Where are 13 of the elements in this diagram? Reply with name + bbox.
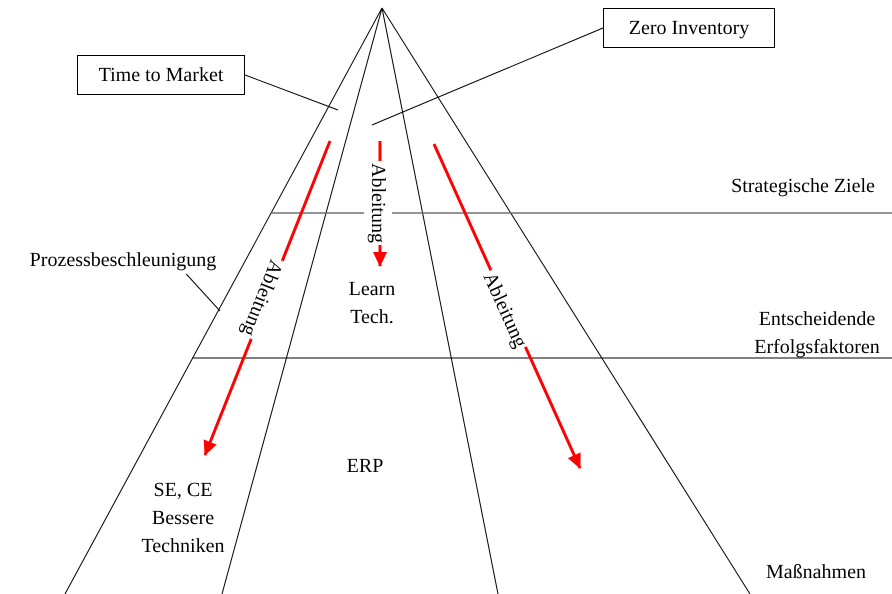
goal-box: Zero Inventory <box>603 8 775 48</box>
level-label: Strategische Ziele <box>731 174 875 199</box>
leader-line <box>372 28 604 126</box>
leader-line <box>186 274 220 312</box>
level-label: Entscheidende Erfolgsfaktoren <box>753 307 881 360</box>
factor-label: Prozessbeschleunigung <box>10 246 236 274</box>
level-label: SE, CE Bessere Techniken <box>140 478 226 559</box>
arrow-label: Ableitung <box>364 161 392 245</box>
level-label: ERP <box>346 454 384 479</box>
level-label: Maßnahmen <box>766 560 866 585</box>
goal-box: Time to Market <box>77 55 245 95</box>
leader-line <box>244 74 338 110</box>
level-label: Learn Tech. <box>348 277 396 330</box>
